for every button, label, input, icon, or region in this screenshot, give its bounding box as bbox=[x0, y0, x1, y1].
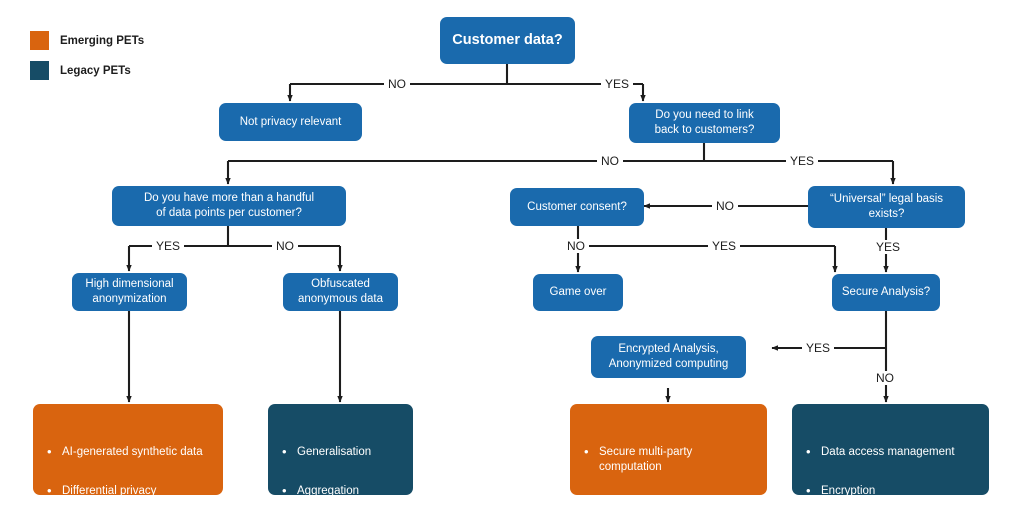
list-item: Secure multi-party computation bbox=[584, 444, 755, 475]
list-item: Data access management bbox=[806, 444, 977, 461]
edge-label-secure-no: NO bbox=[872, 371, 898, 385]
node-universal-legal-basis[interactable]: “Universal” legal basis exists? bbox=[808, 186, 965, 228]
edge-label-link-yes: YES bbox=[786, 154, 819, 168]
legend-swatch-emerging bbox=[30, 31, 49, 50]
list-item: Differential privacy bbox=[47, 483, 211, 500]
edge-label-root-yes: YES bbox=[601, 77, 634, 91]
list-item: Generalisation bbox=[282, 444, 401, 461]
node-customer-consent[interactable]: Customer consent? bbox=[510, 188, 644, 226]
leaf-legacy-data-access[interactable]: Data access management Encryption Pseudo… bbox=[792, 404, 989, 500]
node-obfuscated-anonymous-data[interactable]: Obfuscated anonymous data bbox=[283, 273, 398, 311]
list-item: Aggregation bbox=[282, 483, 401, 500]
node-handful-of-data-points[interactable]: Do you have more than a handful of data … bbox=[112, 186, 346, 226]
edge-label-consent-yes: YES bbox=[708, 239, 741, 253]
node-game-over[interactable]: Game over bbox=[533, 274, 623, 311]
edge-label-root-no: NO bbox=[384, 77, 410, 91]
legend-item-legacy: Legacy PETs bbox=[30, 61, 131, 80]
leaf-emerging-secure-computation[interactable]: Secure multi-party computation Federated… bbox=[570, 404, 767, 512]
list-item: AI-generated synthetic data bbox=[47, 444, 211, 461]
node-encrypted-analysis[interactable]: Encrypted Analysis, Anonymized computing bbox=[591, 336, 746, 378]
leaf-list: Generalisation Aggregation Preturbation bbox=[282, 430, 401, 512]
legend-label-emerging: Emerging PETs bbox=[60, 34, 145, 47]
list-item: Federated learning bbox=[584, 498, 755, 512]
legend-swatch-legacy bbox=[30, 61, 49, 80]
edge-label-consent-no: NO bbox=[563, 239, 589, 253]
leaf-legacy-generalisation[interactable]: Generalisation Aggregation Preturbation bbox=[268, 404, 413, 500]
leaf-list: Data access management Encryption Pseudo… bbox=[806, 430, 977, 512]
node-not-privacy-relevant[interactable]: Not privacy relevant bbox=[219, 103, 362, 141]
legend-item-emerging: Emerging PETs bbox=[30, 31, 144, 50]
node-customer-data[interactable]: Customer data? bbox=[440, 17, 575, 64]
legend-label-legacy: Legacy PETs bbox=[60, 64, 131, 77]
leaf-list: AI-generated synthetic data Differential… bbox=[47, 430, 211, 512]
leaf-emerging-synthetic[interactable]: AI-generated synthetic data Differential… bbox=[33, 404, 223, 500]
leaf-list: Secure multi-party computation Federated… bbox=[584, 430, 755, 512]
list-item: Encryption bbox=[806, 483, 977, 500]
edge-label-universal-no: NO bbox=[712, 199, 738, 213]
edge-label-secure-yes: YES bbox=[802, 341, 835, 355]
node-secure-analysis[interactable]: Secure Analysis? bbox=[832, 274, 940, 311]
edge-label-handful-yes: YES bbox=[152, 239, 185, 253]
node-link-back-to-customers[interactable]: Do you need to link back to customers? bbox=[629, 103, 780, 143]
edge-label-handful-no: NO bbox=[272, 239, 298, 253]
node-high-dimensional-anonymization[interactable]: High dimensional anonymization bbox=[72, 273, 187, 311]
edge-label-link-no: NO bbox=[597, 154, 623, 168]
edge-label-universal-yes: YES bbox=[872, 240, 905, 254]
